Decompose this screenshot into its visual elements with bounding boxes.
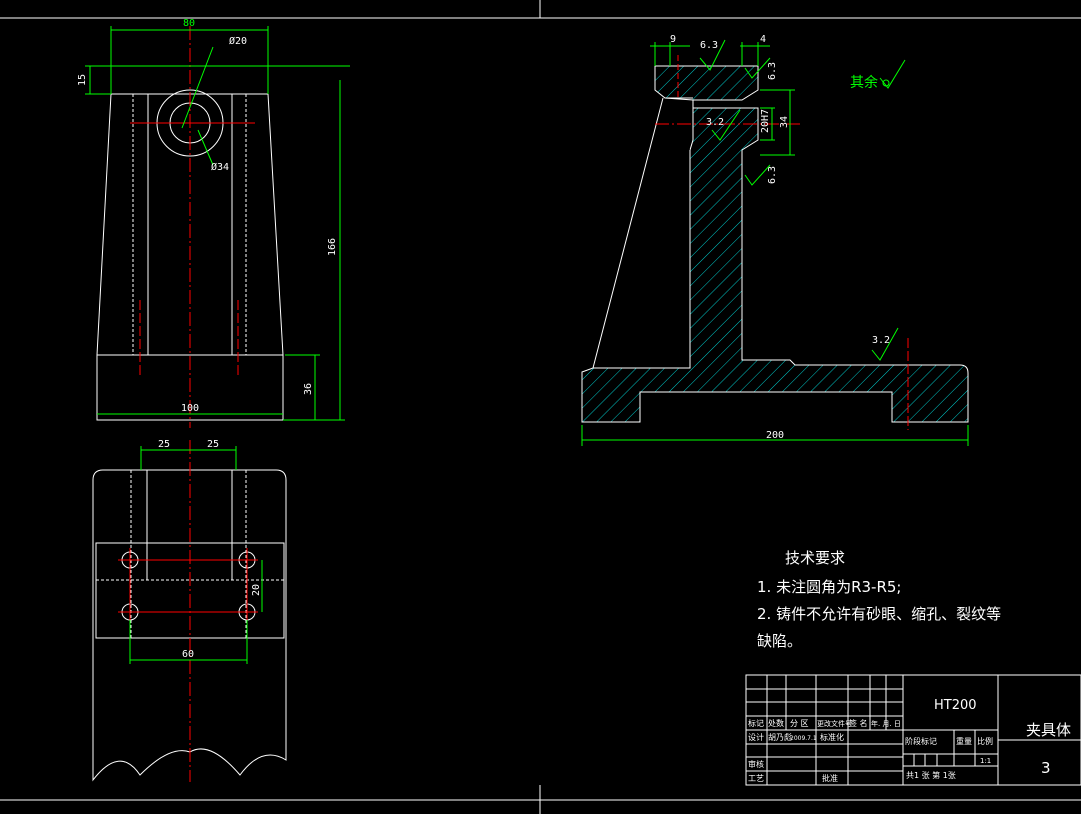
- dim-bolt-spacing-h: 60: [182, 649, 194, 660]
- notes-title: 技术要求: [785, 549, 845, 567]
- tb-scale-value: 1:1: [980, 757, 991, 765]
- rough-side-top: 6.3: [767, 62, 778, 80]
- dim-bore-fit: 20H7: [760, 109, 771, 133]
- dim-boss-height: 34: [779, 116, 790, 128]
- front-view: 80 Ø20 Ø34 15 166 36 100: [77, 18, 350, 428]
- dim-hole-outer: Ø34: [211, 161, 229, 173]
- notes-item-2: 2. 铸件不允许有砂眼、缩孔、裂纹等: [757, 605, 1001, 623]
- tb-h-docno: 更改文件号: [817, 719, 852, 728]
- rough-bore: 3.2: [706, 117, 724, 128]
- dim-side-right: 4: [760, 34, 766, 45]
- tb-h-date: 年. 月. 日: [871, 719, 901, 728]
- tb-h-zone: 分 区: [790, 719, 809, 728]
- tb-stage-label: 阶段标记: [905, 736, 937, 746]
- rough-rest-label: 其余: [850, 74, 878, 91]
- tb-h-mark: 标记: [748, 718, 764, 728]
- dim-top-width: 80: [183, 18, 195, 29]
- notes-item-1: 1. 未注圆角为R3-R5;: [757, 578, 901, 596]
- tb-weight-label: 重量: [956, 736, 972, 746]
- tb-part-name: 夹具体: [1026, 721, 1071, 739]
- tb-h-count: 处数: [768, 718, 784, 728]
- tb-sheets: 共1 张 第 1张: [906, 770, 956, 780]
- top-view: 25 25 20 60: [92, 439, 287, 782]
- notes-item-3: 缺陷。: [757, 632, 802, 650]
- technical-notes: 技术要求 1. 未注圆角为R3-R5; 2. 铸件不允许有砂眼、缩孔、裂纹等 缺…: [757, 549, 1001, 650]
- tb-drawing-no: 3: [1041, 759, 1051, 777]
- rough-base: 3.2: [872, 335, 890, 346]
- side-section-view: 9 4 20H7 34 200 6.3 6.3 3.2 6.3 3.2 其余: [581, 34, 969, 446]
- dim-top-thickness: 15: [77, 74, 88, 86]
- dim-total-height: 166: [327, 238, 338, 256]
- tb-h-sign: 签 名: [849, 718, 868, 728]
- tb-r-check: 审核: [748, 759, 764, 769]
- tb-material: HT200: [934, 698, 977, 713]
- rough-top: 6.3: [700, 40, 718, 51]
- dim-side-total: 200: [766, 430, 784, 441]
- dim-bolt-spacing-v: 20: [251, 584, 262, 596]
- tb-r-process: 工艺: [748, 774, 764, 783]
- tb-r-std: 标准化: [820, 732, 844, 742]
- dim-hole-inner: Ø20: [229, 35, 247, 47]
- dim-half-right: 25: [207, 439, 219, 450]
- dim-base-width: 100: [181, 403, 199, 414]
- title-block: 标记 处数 分 区 更改文件号 签 名 年. 月. 日 设计 胡乃彪 2009.…: [745, 674, 1081, 786]
- tb-r-date: 2009.7.1: [790, 735, 817, 742]
- tb-r-designer: 胡乃彪: [768, 732, 792, 742]
- dim-base-height: 36: [303, 383, 314, 395]
- rough-side-bottom: 6.3: [767, 166, 778, 184]
- tb-r-approve: 批准: [822, 773, 838, 783]
- tb-scale-label: 比例: [977, 736, 993, 746]
- tb-r-design: 设计: [748, 732, 764, 742]
- dim-side-left: 9: [670, 34, 676, 45]
- dim-half-left: 25: [158, 439, 170, 450]
